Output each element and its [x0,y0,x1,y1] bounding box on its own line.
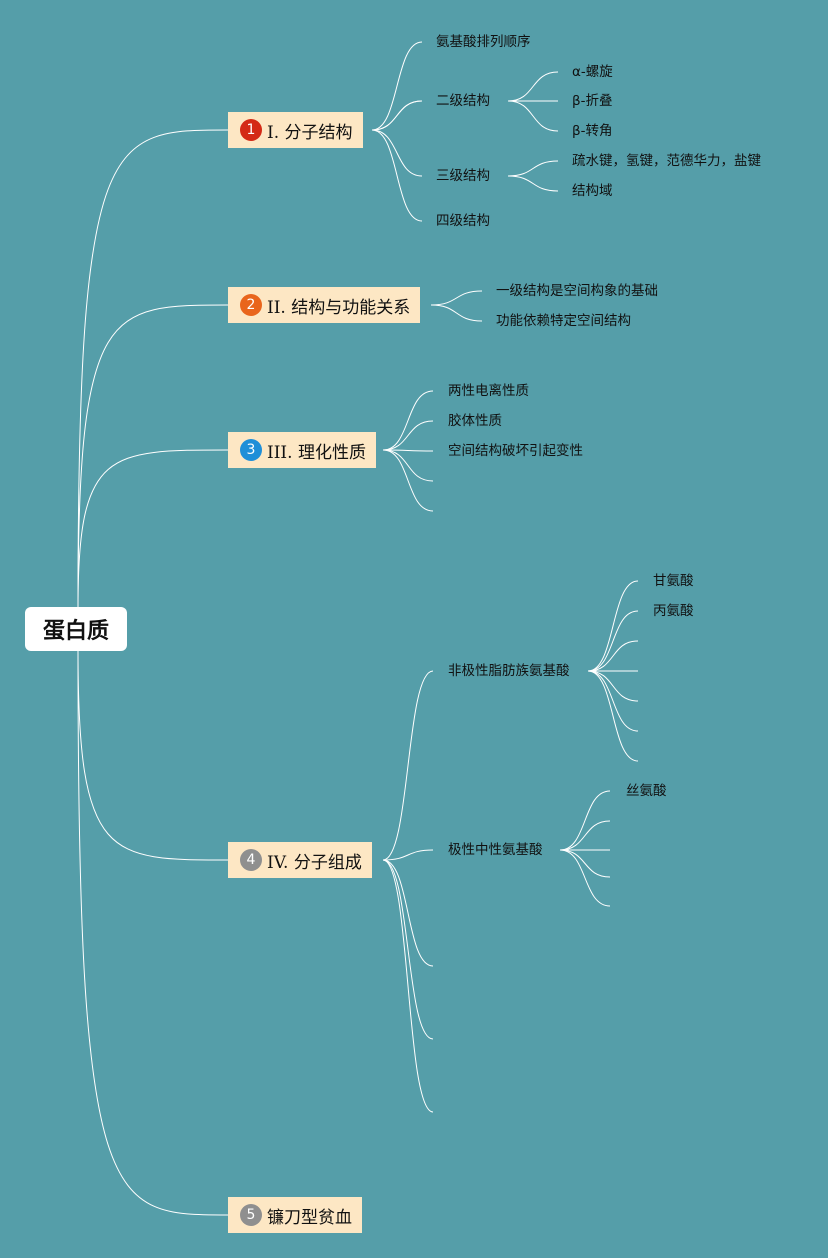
node-nonpolar-aliphatic[interactable]: 非极性脂肪族氨基酸 [448,663,570,679]
branch-number-badge-5: 5 [240,1204,262,1226]
node-alanine[interactable]: 丙氨酸 [653,603,694,619]
node-secondary-structure[interactable]: 二级结构 [436,93,490,109]
node-tertiary-bonds[interactable]: 疏水键，氢键，范德华力，盐键 [572,153,761,169]
edge-b4-polar-1 [559,820,611,851]
edge-b2-child-0 [430,290,483,306]
branch-number-badge-3: 3 [240,439,262,461]
node-beta-sheet[interactable]: β-折叠 [572,93,613,109]
edge-b1-tertiary-0 [507,160,559,177]
edge-b3-child-2 [382,449,434,452]
node-primary-basis[interactable]: 一级结构是空间构象的基础 [496,283,658,299]
node-denaturation[interactable]: 空间结构破坏引起变性 [448,443,583,459]
edge-root-branch-5 [77,650,229,1216]
edge-b1-secondary-2 [507,100,559,132]
branch-node-2[interactable]: 2 II. 结构与功能关系 [228,287,421,323]
edge-root-branch-4 [77,650,229,861]
edge-b3-child-0 [382,390,434,451]
node-tertiary-structure[interactable]: 三级结构 [436,168,490,184]
edge-b4-polar-3 [559,849,611,878]
edge-b4-polar-4 [559,849,611,907]
edge-b3-child-4 [382,449,434,512]
edge-b1-child-3 [371,129,423,222]
branch-node-4[interactable]: 4 IV. 分子组成 [228,842,372,878]
node-structural-domain[interactable]: 结构域 [572,183,613,199]
branch-label-2: II. 结构与功能关系 [267,297,411,318]
root-node[interactable]: 蛋白质 [25,607,127,651]
root-label: 蛋白质 [42,619,109,644]
edge-b1-secondary-0 [507,71,559,102]
edge-b4-child-2 [382,859,434,967]
edge-b4-child-3 [382,859,434,1040]
node-amino-acid-sequence[interactable]: 氨基酸排列顺序 [436,34,531,50]
node-colloid-property[interactable]: 胶体性质 [448,413,502,429]
node-quaternary-structure[interactable]: 四级结构 [436,213,490,229]
branch-label-1: I. 分子结构 [267,122,353,143]
edge-root-branch-1 [77,129,229,608]
edge-b4-child-0 [382,670,434,861]
node-alpha-helix[interactable]: α-螺旋 [572,64,613,80]
node-beta-turn[interactable]: β-转角 [572,123,613,139]
edge-b1-underline [371,100,423,131]
edge-b4-child-1 [382,849,434,861]
node-glycine[interactable]: 甘氨酸 [653,573,694,589]
branch-node-5[interactable]: 5 镰刀型贫血 [228,1197,362,1233]
branch-number-badge-1: 1 [240,119,262,141]
branch-label-4: IV. 分子组成 [267,852,362,873]
edge-b4-nonpolar-6 [587,670,639,762]
edge-b4-nonpolar-4 [587,670,639,702]
branch-label-3: III. 理化性质 [267,442,366,463]
edge-b4-child-4 [382,859,434,1113]
edge-b4-nonpolar-5 [587,670,639,732]
edge-b1-child-0 [371,41,423,131]
edge-root-branch-3 [77,449,229,608]
edge-b3-child-1 [382,420,434,451]
node-polar-neutral[interactable]: 极性中性氨基酸 [448,842,543,858]
edge-root-branch-2 [77,304,229,608]
node-serine[interactable]: 丝氨酸 [626,783,667,799]
edge-b4-polar-0 [559,790,611,851]
branch-number-badge-2: 2 [240,294,262,316]
edge-b1-child-2 [371,129,423,177]
branch-number-badge-4: 4 [240,849,262,871]
edge-b4-nonpolar-0 [587,580,639,672]
branch-node-3[interactable]: 3 III. 理化性质 [228,432,376,468]
edge-b4-nonpolar-1 [587,610,639,672]
branch-label-5: 镰刀型贫血 [267,1207,352,1228]
edge-b4-nonpolar-2 [587,640,639,672]
edge-b2-child-1 [430,304,483,322]
node-amphoteric-ionization[interactable]: 两性电离性质 [448,383,529,399]
node-function-dependency[interactable]: 功能依赖特定空间结构 [496,313,631,329]
branch-node-1[interactable]: 1 I. 分子结构 [228,112,363,148]
edge-b3-child-3 [382,449,434,482]
edge-b1-tertiary-1 [507,175,559,192]
